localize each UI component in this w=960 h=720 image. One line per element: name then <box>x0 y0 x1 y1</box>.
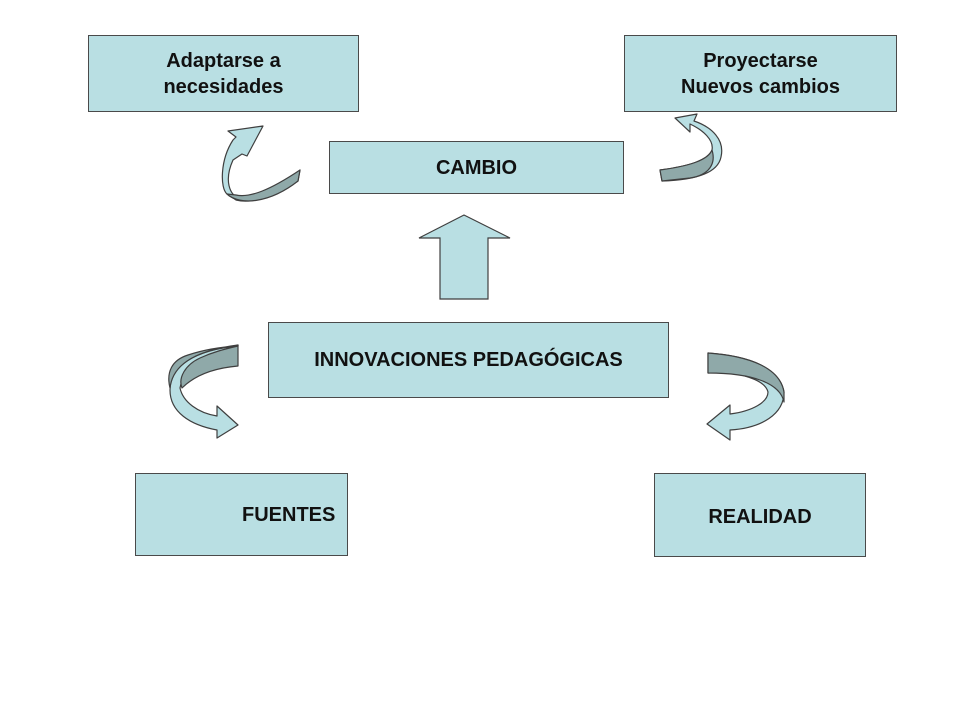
curved-arrow-right <box>706 352 785 441</box>
node-fuentes: FUENTES <box>135 473 348 556</box>
node-innovaciones-label: INNOVACIONES PEDAGÓGICAS <box>314 349 623 371</box>
node-realidad-label: REALIDAD <box>708 506 812 528</box>
curved-arrow-left <box>168 344 239 439</box>
node-proyectarse-nuevos-cambios: Proyectarse Nuevos cambios <box>624 35 897 112</box>
node-realidad: REALIDAD <box>654 473 866 557</box>
node-cambio-label: CAMBIO <box>435 156 518 179</box>
node-adaptarse-necesidades: Adaptarse a necesidades <box>88 35 359 112</box>
node-innovaciones-pedagogicas: INNOVACIONES PEDAGÓGICAS <box>268 322 669 398</box>
node-cambio: CAMBIO <box>329 141 624 194</box>
node-proyectarse-label: Proyectarse Nuevos cambios <box>681 49 840 98</box>
node-adaptarse-label: Adaptarse a necesidades <box>163 49 284 98</box>
curved-arrow-top-right <box>659 113 723 182</box>
curved-arrow-top-left <box>221 125 301 202</box>
node-fuentes-label: FUENTES <box>242 503 336 526</box>
up-arrow <box>418 214 511 300</box>
